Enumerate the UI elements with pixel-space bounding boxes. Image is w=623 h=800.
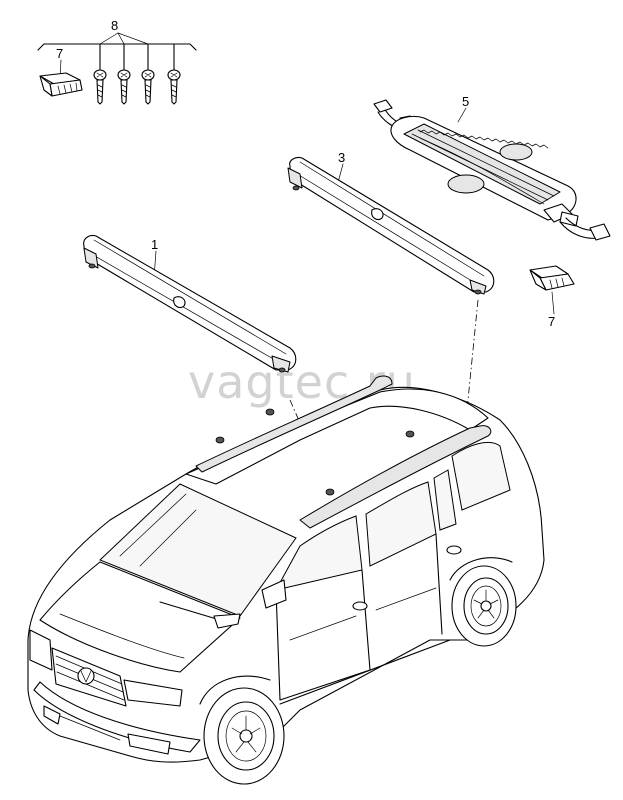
- screw-1: [93, 69, 107, 105]
- leader-bar-3: [465, 299, 479, 421]
- side-mirror: [261, 579, 287, 609]
- screw-2: [117, 69, 131, 105]
- end-cap-right: 7: [529, 265, 575, 329]
- roof-bar-rear: 3: [287, 150, 495, 295]
- screw-4: [167, 69, 181, 105]
- window-rear: [451, 441, 511, 511]
- callout-5[interactable]: 5: [462, 94, 469, 109]
- windshield: [99, 483, 297, 617]
- roof-rail-right: [299, 425, 492, 529]
- callout-7-top[interactable]: 7: [56, 46, 63, 61]
- window-quarter: [433, 469, 457, 531]
- callout-3[interactable]: 3: [338, 150, 345, 165]
- vw-badge: [77, 667, 95, 685]
- wheel-rear: [451, 565, 517, 647]
- window-front-door: [275, 515, 363, 591]
- callout-8[interactable]: 8: [111, 18, 118, 33]
- bracket-8: [37, 43, 197, 51]
- screw-set-group: 8: [37, 18, 197, 105]
- roof-rail-left: [195, 375, 393, 473]
- window-rear-door: [365, 481, 437, 567]
- screw-3: [141, 69, 155, 105]
- luggage-cover-assembly: 5: [373, 94, 611, 241]
- end-cap-top-left: 7: [39, 46, 83, 97]
- headlight-left: [29, 629, 53, 671]
- wheel-front: [203, 687, 285, 785]
- headlight-right: [123, 679, 183, 707]
- callout-1[interactable]: 1: [151, 237, 158, 252]
- callout-7-right[interactable]: 7: [548, 314, 555, 329]
- car-illustration: [27, 375, 545, 785]
- roof-bar-front: 1: [83, 234, 297, 373]
